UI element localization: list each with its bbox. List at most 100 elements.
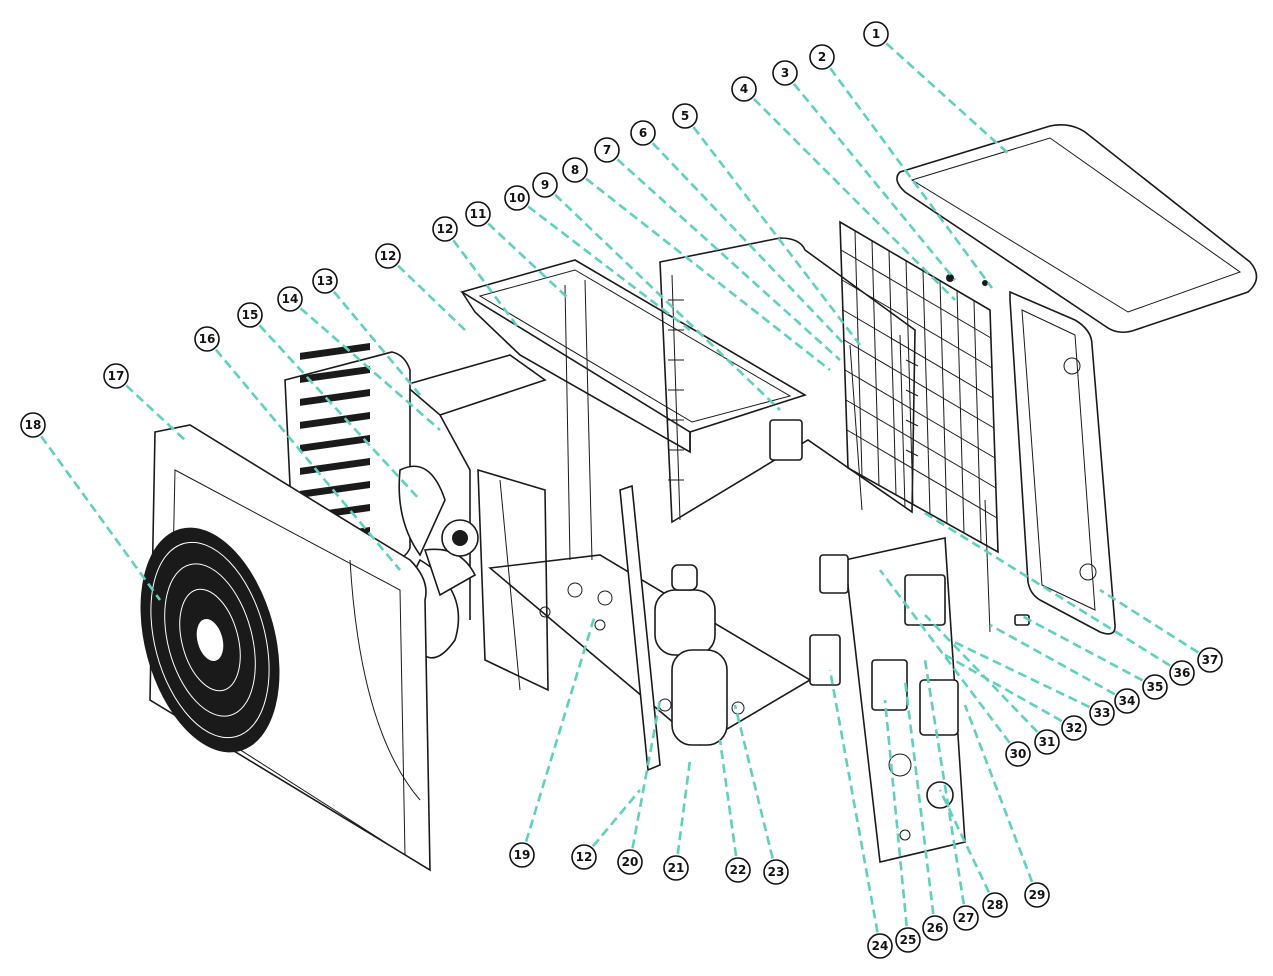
callout-number: 5 [681, 109, 689, 123]
callout-bubble [731, 76, 757, 102]
callout-number: 11 [470, 207, 487, 221]
callout-bubble [532, 172, 558, 198]
callout-bubble [617, 849, 643, 875]
leader-line-37 [1099, 588, 1211, 662]
leader-line-1 [875, 33, 1011, 156]
leader-line-28 [938, 789, 997, 906]
callout-number: 15 [242, 308, 259, 322]
leader-lines [31, 33, 1211, 947]
leader-line-32 [944, 653, 1075, 730]
callout-bubble [725, 857, 751, 883]
callout-10: 10 [504, 185, 530, 211]
callout-bubble [763, 859, 789, 885]
evaporator-frame [659, 237, 919, 524]
leader-line-21 [674, 759, 692, 869]
parts-drawing [140, 124, 1258, 872]
leader-line-13 [324, 280, 421, 396]
callout-26: 26 [922, 915, 948, 941]
callout-22: 22 [725, 857, 751, 883]
callout-12: 12 [432, 216, 458, 242]
callout-bubble [509, 842, 535, 868]
callout-number: 37 [1202, 653, 1219, 667]
callout-number: 36 [1174, 666, 1191, 680]
leader-line-12 [387, 255, 466, 331]
callout-number: 17 [108, 369, 125, 383]
callout-number: 22 [730, 863, 747, 877]
callout-32: 32 [1061, 715, 1087, 741]
callout-23: 23 [763, 859, 789, 885]
leader-line-9 [544, 184, 781, 411]
callout-bubble [809, 44, 835, 70]
callout-bubble [1024, 882, 1050, 908]
callout-number: 29 [1029, 888, 1046, 902]
callout-number: 8 [571, 163, 579, 177]
callout-3: 3 [772, 60, 798, 86]
callout-31: 31 [1034, 729, 1060, 755]
callout-bubble [103, 363, 129, 389]
callout-15: 15 [237, 302, 263, 328]
leader-line-10 [516, 196, 691, 332]
leader-line-2 [820, 56, 994, 289]
callout-1: 1 [863, 21, 889, 47]
callout-number: 31 [1039, 735, 1056, 749]
callout-18: 18 [20, 412, 46, 438]
callout-bubble [237, 302, 263, 328]
callout-20: 20 [617, 849, 643, 875]
callout-number: 20 [622, 855, 639, 869]
callout-bubble [375, 243, 401, 269]
callout-number: 25 [900, 933, 917, 947]
leader-line-11 [477, 213, 571, 301]
callout-number: 10 [509, 191, 526, 205]
callout-number: 12 [437, 222, 454, 236]
callout-bubble [663, 855, 689, 881]
callout-9: 9 [532, 172, 558, 198]
callout-11: 11 [465, 201, 491, 227]
callout-bubble [1089, 700, 1115, 726]
leader-line-17 [115, 375, 186, 441]
callout-bubble [867, 933, 893, 959]
callout-19: 19 [509, 842, 535, 868]
fan-guard [140, 527, 280, 753]
callout-34: 34 [1114, 688, 1140, 714]
leader-line-6 [642, 132, 846, 346]
leader-line-34 [989, 623, 1128, 703]
callout-number: 32 [1066, 721, 1083, 735]
callout-30: 30 [1005, 741, 1031, 767]
leader-line-25 [883, 699, 910, 941]
callout-number: 26 [927, 921, 944, 935]
leader-line-35 [1019, 613, 1156, 689]
callout-bubble [1114, 688, 1140, 714]
callout-number: 1 [872, 27, 880, 41]
leader-line-27 [923, 659, 968, 919]
leader-line-5 [683, 115, 862, 346]
callout-bubble [1169, 660, 1195, 686]
callout-14: 14 [277, 286, 303, 312]
callout-bubble [772, 60, 798, 86]
callout-bubble [630, 120, 656, 146]
callout-bubble [1142, 674, 1168, 700]
callout-12: 12 [571, 844, 597, 870]
callout-bubble [672, 103, 698, 129]
callout-36: 36 [1169, 660, 1195, 686]
rear-side-panel [1009, 290, 1116, 635]
callout-number: 27 [958, 911, 975, 925]
callout-29: 29 [1024, 882, 1050, 908]
callout-bubble [20, 412, 46, 438]
callout-16: 16 [194, 326, 220, 352]
callout-25: 25 [895, 927, 921, 953]
callout-bubble [504, 185, 530, 211]
callout-bubble [863, 21, 889, 47]
callout-24: 24 [867, 933, 893, 959]
callout-35: 35 [1142, 674, 1168, 700]
leader-line-3 [783, 72, 957, 281]
callout-bubble [562, 157, 588, 183]
callout-bubble [312, 268, 338, 294]
callout-4: 4 [731, 76, 757, 102]
callout-number: 14 [282, 292, 299, 306]
callout-bubble [1034, 729, 1060, 755]
callout-13: 13 [312, 268, 338, 294]
leader-line-18 [31, 424, 162, 601]
leader-line-33 [949, 638, 1103, 715]
callout-12: 12 [375, 243, 401, 269]
